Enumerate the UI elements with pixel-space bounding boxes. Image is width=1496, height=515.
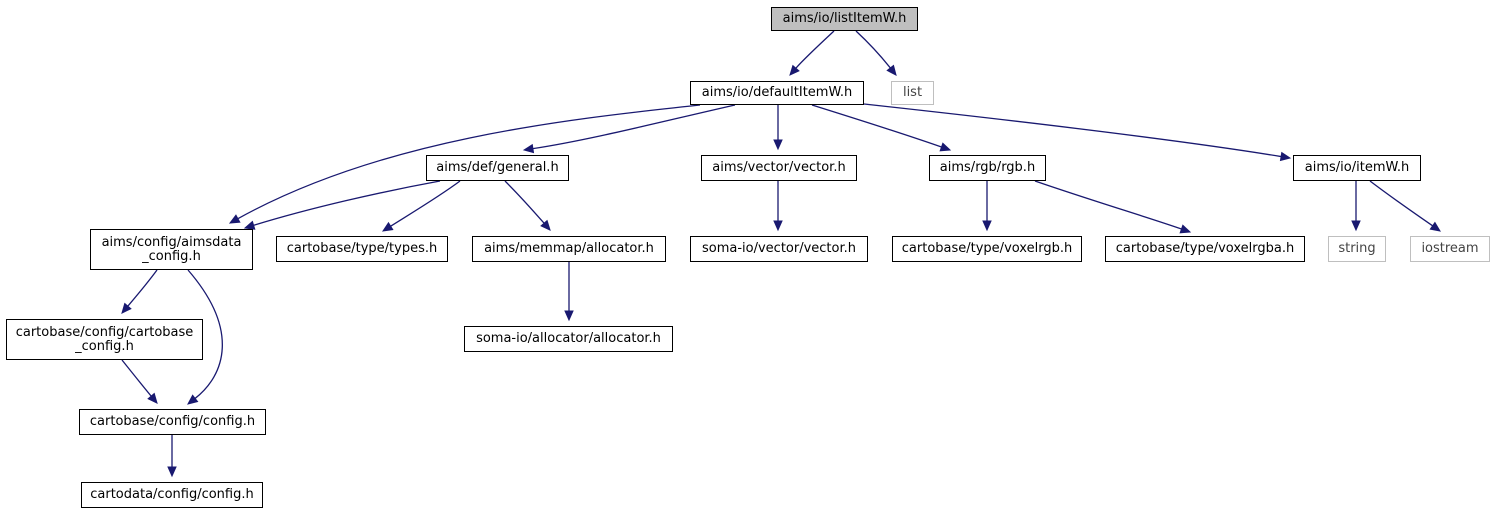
node-cartobase-type-types[interactable]: cartobase/type/types.h	[276, 236, 448, 262]
edge-defaultItemW-to-itemW	[863, 103, 1282, 158]
edge-defaultItemW-to-rgb	[811, 104, 942, 148]
edge-layer	[121, 30, 1442, 478]
edge-listItemW-to-list	[855, 30, 891, 69]
arrowhead-listItemW-to-list	[886, 64, 897, 76]
node-soma-io-allocator-allocator[interactable]: soma-io/allocator/allocator.h	[464, 326, 673, 352]
arrowhead-defaultItemW-to-itemW	[1279, 151, 1292, 162]
arrowhead-cartobase_config-to-cartobase_cfg	[147, 392, 158, 404]
node-aims-io-defaultitemw[interactable]: aims/io/defaultItemW.h	[690, 81, 864, 105]
arrowhead-defaultItemW-to-general	[522, 143, 535, 154]
edge-defaultItemW-to-aimsdata_config	[237, 104, 701, 220]
node-aims-io-itemw[interactable]: aims/io/itemW.h	[1293, 155, 1421, 181]
edge-aimsdata_config-to-cartobase_cfg	[187, 269, 223, 399]
arrowhead-general-to-allocator	[540, 219, 551, 231]
node-aims-vector-vector[interactable]: aims/vector/vector.h	[701, 155, 857, 181]
arrowhead-itemW-to-string	[1351, 220, 1361, 232]
arrowhead-general-to-aimsdata_config	[243, 220, 256, 230]
arrowhead-allocator-to-soma_allocator	[564, 310, 574, 322]
node-cartobase-config-cartobase-config[interactable]: cartobase/config/cartobase _config.h	[6, 319, 203, 360]
node-list: list	[891, 81, 934, 105]
node-cartodata-config-config[interactable]: cartodata/config/config.h	[81, 482, 263, 508]
node-string: string	[1328, 236, 1386, 262]
arrowhead-defaultItemW-to-vector	[773, 139, 783, 151]
node-iostream: iostream	[1410, 236, 1490, 262]
arrowhead-defaultItemW-to-aimsdata_config	[228, 214, 241, 224]
arrowhead-aimsdata_config-to-cartobase_cfg	[187, 394, 199, 405]
edge-aimsdata_config-to-cartobase_config	[127, 269, 158, 307]
edge-rgb-to-voxelrgba	[1034, 180, 1182, 230]
node-aims-rgb-rgb[interactable]: aims/rgb/rgb.h	[929, 155, 1046, 181]
edge-general-to-aimsdata_config	[253, 180, 441, 226]
arrowhead-rgb-to-voxelrgb	[982, 220, 992, 232]
arrowhead-cartobase_cfg-to-cartodata_cfg	[167, 466, 177, 478]
edge-defaultItemW-to-general	[532, 104, 736, 150]
arrowhead-defaultItemW-to-rgb	[939, 142, 952, 152]
node-aims-memmap-allocator[interactable]: aims/memmap/allocator.h	[472, 236, 666, 262]
edge-general-to-allocator	[504, 180, 545, 224]
node-cartobase-type-voxelrgb[interactable]: cartobase/type/voxelrgb.h	[892, 236, 1082, 262]
edge-cartobase_config-to-cartobase_cfg	[121, 359, 152, 397]
arrowhead-rgb-to-voxelrgba	[1179, 224, 1192, 234]
node-cartobase-type-voxelrgba[interactable]: cartobase/type/voxelrgba.h	[1105, 236, 1305, 262]
edge-itemW-to-iostream	[1369, 180, 1434, 227]
arrowhead-vector-to-soma_vector	[773, 220, 783, 232]
node-aims-def-general[interactable]: aims/def/general.h	[426, 155, 569, 181]
node-cartobase-config-config[interactable]: cartobase/config/config.h	[79, 409, 266, 435]
node-aims-config-aimsdata-config[interactable]: aims/config/aimsdata _config.h	[90, 229, 253, 270]
edge-listItemW-to-defaultItemW	[795, 30, 835, 69]
arrowhead-listItemW-to-defaultItemW	[789, 64, 800, 76]
edge-general-to-types	[390, 180, 461, 227]
node-aims-io-listitemw: aims/io/listItemW.h	[771, 7, 918, 31]
arrowhead-aimsdata_config-to-cartobase_config	[121, 302, 132, 314]
node-soma-io-vector-vector[interactable]: soma-io/vector/vector.h	[690, 236, 868, 262]
arrowhead-itemW-to-iostream	[1429, 221, 1442, 232]
arrowhead-general-to-types	[381, 221, 394, 232]
